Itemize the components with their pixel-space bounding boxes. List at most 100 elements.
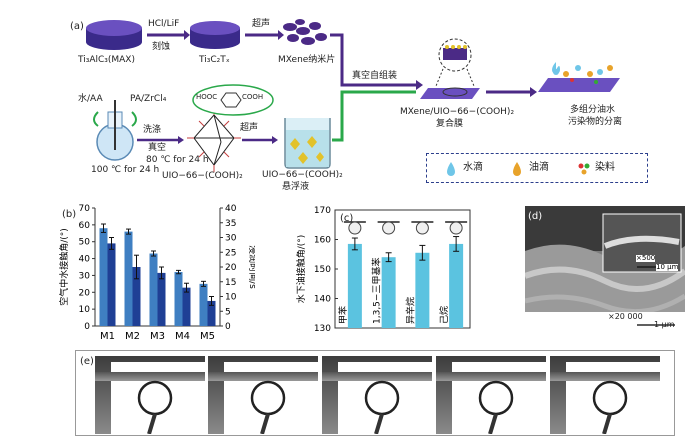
droplet-drawing — [364, 380, 400, 434]
y-tick-label: 170 — [314, 206, 331, 216]
bar — [207, 300, 216, 326]
nanosheets-icon — [283, 19, 327, 45]
vacuum-label: 真空 — [148, 143, 167, 153]
y-tick-label-right: 15 — [225, 278, 236, 288]
droplet-icon — [364, 380, 400, 416]
bar — [182, 287, 191, 326]
panel-a-label: (a) — [70, 21, 84, 32]
y-axis-label-right: 浸润时间/s — [247, 245, 255, 289]
sem-main-magnification: ×20 000 — [608, 312, 643, 321]
needle-icon — [260, 413, 270, 434]
y-tick-label-right: 0 — [225, 322, 231, 332]
cooh-label-1: HOOC — [196, 93, 218, 101]
max-label: Ti₃AlC₃(MAX) — [78, 55, 135, 65]
x-tick-label: 甲苯 — [337, 306, 349, 324]
y-tick-label-left: 30 — [79, 271, 91, 281]
sem-image — [525, 206, 685, 332]
green-route-arrow — [332, 90, 416, 142]
bar — [149, 253, 158, 326]
panel-d-label: (d) — [528, 211, 543, 222]
y-tick-label: 160 — [314, 236, 331, 246]
water-aa-label: 水/AA — [78, 94, 103, 104]
y-axis-label: 水下油接触角/(°) — [295, 235, 307, 304]
sonication-label-1: 超声 — [252, 19, 271, 29]
bar — [174, 272, 183, 326]
dry-condition-label: 80 ℃ for 24 h — [146, 155, 209, 165]
bar — [124, 231, 133, 326]
legend-oil: 油滴 — [529, 162, 549, 173]
suspension-label-2: 悬浮液 — [282, 182, 310, 192]
bar — [381, 257, 396, 328]
droplet-drawing — [478, 380, 514, 434]
x-tick-label: 1,3,5−三甲基苯 — [371, 258, 383, 324]
x-tick-label: M5 — [200, 331, 215, 342]
x-tick-label: 己烷 — [438, 306, 450, 324]
needle-icon — [147, 413, 157, 434]
water-droplet-icon — [447, 162, 455, 176]
bar — [199, 283, 208, 326]
sem-main-scale: 1 μm — [654, 320, 675, 329]
droplet-icon — [592, 380, 628, 416]
vacuum-assembly-label: 真空自组装 — [352, 71, 398, 81]
y-tick-label-right: 40 — [225, 204, 237, 214]
legend-box: 水滴 油滴 染料 — [426, 153, 648, 183]
contact-angle-photo — [208, 356, 318, 434]
needle-icon — [488, 413, 498, 434]
x-tick-label: 异辛烷 — [404, 297, 416, 324]
contact-angle-photo — [95, 356, 205, 434]
legend-water: 水滴 — [463, 162, 483, 173]
etch-reagent-label: HCl/LiF — [148, 19, 180, 29]
panel-c-label: (c) — [340, 213, 354, 224]
y-tick-label-left: 0 — [84, 322, 90, 332]
flask-icon — [93, 100, 137, 161]
max-disc-icon — [86, 20, 142, 50]
y-tick-label-left: 60 — [79, 221, 91, 231]
dye-icon — [578, 163, 590, 175]
y-tick-label-left: 50 — [79, 238, 91, 248]
droplet-drawing — [137, 380, 173, 434]
droplet-icon — [250, 380, 286, 416]
panel-a-schematic — [86, 19, 620, 172]
oil-droplet-icon — [449, 221, 463, 235]
bar — [157, 272, 166, 326]
y-tick-label: 150 — [314, 265, 331, 275]
y-tick-label: 130 — [314, 324, 331, 334]
droplet-icon — [137, 380, 173, 416]
chart-c: 130 140 150 160 170 水下油接触角/(°) 甲苯 1,3,5−三甲基苯异辛烷… — [295, 206, 471, 334]
panel-e-label: (e) — [80, 356, 94, 367]
separation-label-1: 多组分油水 — [570, 105, 616, 115]
bar — [347, 243, 362, 328]
droplet-icon — [478, 380, 514, 416]
purple-route-arrow — [330, 33, 416, 87]
panel-e-frame — [75, 350, 675, 436]
bar — [99, 228, 108, 326]
y-tick-label-right: 10 — [225, 293, 237, 303]
y-tick-label-right: 25 — [225, 248, 236, 258]
chart-b: 0102030405060700510152025303540空气中水接触角/(… — [58, 204, 255, 342]
nanosheet-label: MXene纳米片 — [278, 55, 336, 65]
bar — [449, 243, 464, 328]
mxene-disc-icon — [190, 21, 240, 49]
y-tick-label-right: 35 — [225, 219, 236, 229]
droplet-drawing — [592, 380, 628, 434]
reflux-condition-label: 100 ℃ for 24 h — [91, 165, 160, 175]
x-tick-label: M4 — [175, 331, 190, 342]
needle-icon — [602, 413, 612, 434]
y-axis-label-left: 空气中水接触角/(°) — [58, 228, 70, 306]
y-tick-label-right: 20 — [225, 263, 237, 273]
pa-zrcl4-label: PA/ZrCl₄ — [130, 94, 167, 104]
wash-label: 洗涤 — [143, 125, 162, 135]
bar — [107, 243, 116, 326]
sem-inset-scale: 10 μm — [656, 263, 679, 271]
ligand-molecule-icon — [192, 84, 274, 116]
ti3c2tx-label: Ti₃C₂Tₓ — [199, 55, 230, 65]
etch-label: 刻蚀 — [152, 42, 171, 52]
membrane-label-1: MXene/UIO−66−(COOH)₂ — [400, 107, 515, 117]
cooh-label-2: COOH — [242, 93, 264, 101]
y-tick-label: 140 — [314, 295, 331, 305]
y-tick-label-left: 70 — [79, 204, 91, 214]
sonication-label-2: 超声 — [240, 123, 259, 133]
membrane-label-2: 复合膜 — [436, 119, 464, 129]
composite-membrane-icon — [420, 38, 480, 99]
y-tick-label-left: 20 — [79, 288, 91, 298]
